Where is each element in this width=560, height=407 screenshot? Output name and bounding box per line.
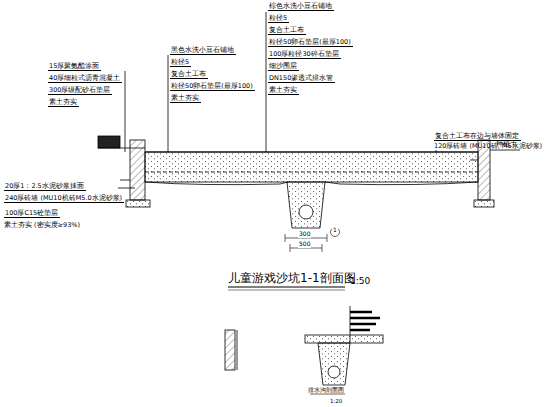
- layer-note: 40厚细粒式沥青混凝土: [48, 75, 122, 83]
- dimension: 300: [298, 231, 311, 238]
- scale-label: 1:50: [350, 276, 370, 286]
- scale-label: 1:20: [330, 398, 342, 404]
- layer-note: 300厚级配砂石垫层: [48, 87, 112, 95]
- dimension: 500: [298, 241, 311, 248]
- layer-note: 粒径50卵石垫层(最厚100): [170, 83, 255, 91]
- layer-note: 细沙围层: [268, 63, 299, 71]
- layer-note: 棕色水洗小豆石铺地: [268, 3, 334, 11]
- callout-number: 1: [332, 227, 338, 234]
- layer-note: 黑色水洗小豆石铺地: [170, 47, 236, 55]
- layer-note: 120厚砖墙 (MU10砖, M5水泥砂浆): [434, 143, 542, 150]
- layer-note: 素土夯实: [268, 87, 299, 95]
- layer-note: 15厚聚氨酯涂面: [48, 63, 101, 71]
- layer-note: 素土夯实 (密实度≥93%): [4, 222, 80, 229]
- layer-note: 粒径5: [170, 59, 191, 67]
- layer-note: 粒径5: [268, 15, 289, 23]
- drawing-title: 儿童游戏沙坑1-1剖面图: [228, 272, 356, 286]
- detail-title: 排水沟剖面图: [308, 387, 344, 393]
- layer-note: 100厚C15砼垫层: [4, 210, 60, 218]
- layer-note: 粒径50卵石垫层(最厚100): [268, 39, 353, 47]
- layer-note: 复合土工布: [170, 71, 208, 79]
- layer-note: 20厚1：2.5水泥砂浆抹面: [4, 183, 86, 191]
- layer-note: 素土夯实: [48, 99, 79, 107]
- layer-note: DN150渗透式排水管: [268, 75, 335, 83]
- layer-note: 复合土工布: [268, 27, 306, 35]
- layer-note: 种植土: [496, 141, 517, 148]
- layer-note: 素土夯实: [170, 95, 201, 103]
- layer-note: 240厚砖墙 (MU10机砖M5.0水泥砂浆): [4, 195, 124, 203]
- layer-note: 100厚粒径30碎石垫层: [268, 51, 341, 59]
